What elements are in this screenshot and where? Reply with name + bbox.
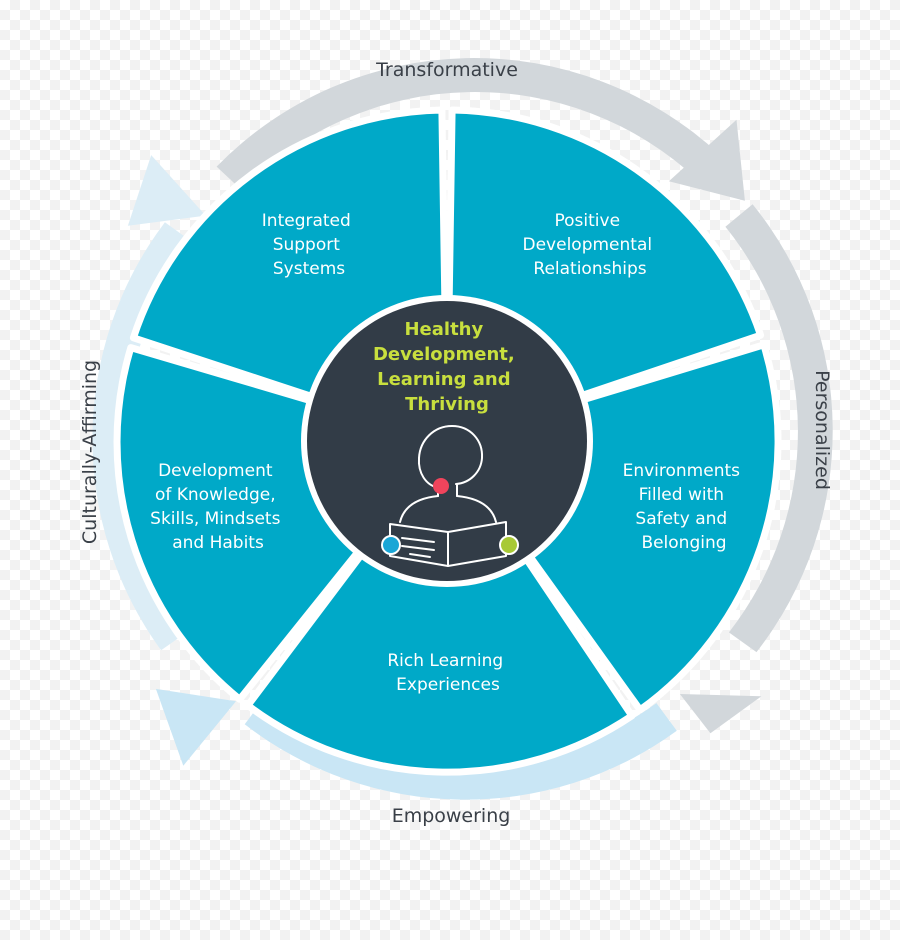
- segment-label-positive: Positive Developmental Relationships: [523, 211, 658, 279]
- segment-label-rich-learning: Rich Learning Experiences: [387, 651, 508, 695]
- arrow-transformative: [216, 58, 745, 201]
- reader-with-book-icon: [389, 425, 507, 567]
- ring-label-left: Culturally-Affirming: [79, 360, 101, 544]
- ring-labels: Transformative Personalized Empowering C…: [79, 59, 833, 827]
- red-dot-icon: [433, 478, 449, 494]
- center-hub: Healthy Development, Learning and Thrivi…: [301, 295, 593, 587]
- outer-ring: [92, 58, 833, 800]
- arrow-personalized: [679, 204, 833, 734]
- segment-labels: Integrated Support Systems Positive Deve…: [150, 211, 746, 695]
- blue-dot-icon: [381, 535, 401, 555]
- ring-label-top: Transformative: [375, 59, 518, 81]
- center-circle: [307, 301, 587, 581]
- green-dot-icon: [499, 535, 519, 555]
- arrow-empowering: [155, 688, 677, 800]
- ring-label-bottom: Empowering: [392, 805, 511, 827]
- ring-label-right: Personalized: [811, 370, 833, 490]
- arrow-culturally-affirming: [92, 155, 206, 651]
- wheel-segments: [113, 106, 782, 776]
- center-title: Healthy Development, Learning and Thrivi…: [373, 319, 521, 415]
- segment-label-development: Development of Knowledge, Skills, Mindse…: [150, 461, 286, 553]
- segment-rich-learning-experiences: [244, 437, 636, 776]
- segment-label-environments: Environments Filled with Safety and Belo…: [623, 461, 746, 553]
- segment-label-integrated: Integrated Support Systems: [262, 211, 356, 279]
